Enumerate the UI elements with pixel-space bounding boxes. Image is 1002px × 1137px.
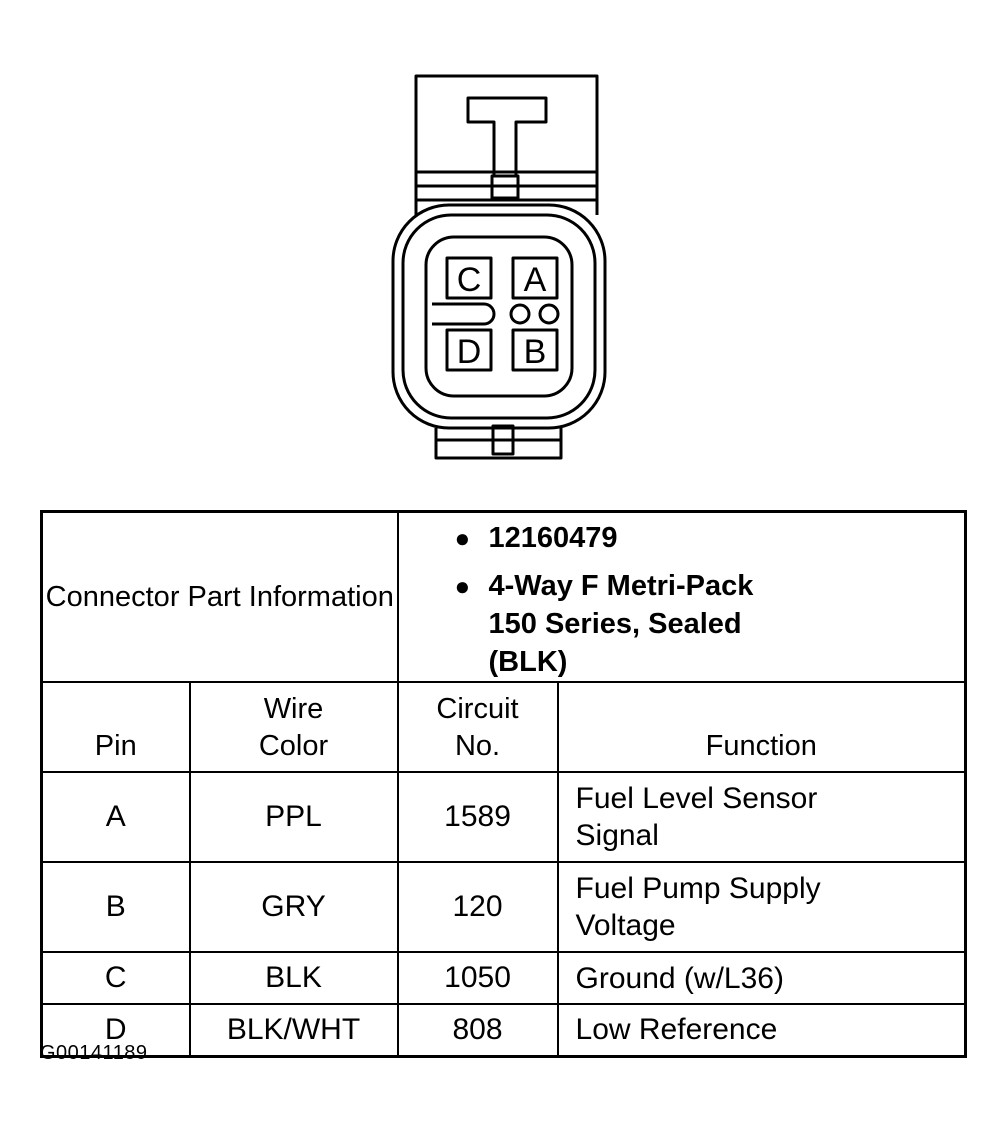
pin-cell: C — [40, 951, 191, 1005]
circuit-no-column-header: Circuit No. — [396, 681, 559, 773]
wire-color-column-header: Wire Color — [188, 681, 399, 773]
connector-face-diagram: C A D B — [391, 74, 607, 460]
latch-housing — [414, 74, 599, 215]
pin-cell: B — [40, 861, 191, 953]
function-column-header: Function — [556, 681, 967, 773]
connector-body-outer — [391, 203, 607, 430]
table-row: B GRY 120 Fuel Pump Supply Voltage — [40, 861, 967, 953]
bottom-tab — [434, 428, 563, 460]
function-cell: Ground (w/L36) — [556, 951, 967, 1005]
part-info-row: Connector Part Information ● 12160479 ● … — [40, 510, 967, 683]
cavity-label-d: D — [457, 333, 482, 371]
alignment-hole-left — [509, 303, 531, 325]
bullet-icon: ● — [454, 523, 471, 553]
connector-part-details: ● 12160479 ● 4-Way F Metri-Pack 150 Seri… — [396, 510, 967, 683]
pin-cell: A — [40, 771, 191, 863]
table-row: C BLK 1050 Ground (w/L36) — [40, 951, 967, 1005]
column-header-row: Pin Wire Color Circuit No. Function — [40, 681, 967, 773]
table-row: D BLK/WHT 808 Low Reference — [40, 1003, 967, 1057]
wire-color-cell: PPL — [188, 771, 399, 863]
circuit-cell: 120 — [396, 861, 559, 953]
table-row: A PPL 1589 Fuel Level Sensor Signal — [40, 771, 967, 863]
circuit-cell: 808 — [396, 1003, 559, 1057]
wire-color-cell: BLK — [188, 951, 399, 1005]
wire-color-cell: GRY — [188, 861, 399, 953]
latch-tab — [466, 96, 548, 178]
connector-description-item: ● 4-Way F Metri-Pack 150 Series, Sealed … — [451, 567, 965, 681]
cavity-c — [445, 256, 493, 300]
circuit-cell: 1050 — [396, 951, 559, 1005]
connector-pinout-table: Connector Part Information ● 12160479 ● … — [40, 510, 968, 1058]
connector-body-middle — [401, 213, 597, 420]
wire-color-cell: BLK/WHT — [188, 1003, 399, 1057]
cavity-a — [511, 256, 559, 300]
polarization-slot — [432, 302, 496, 326]
function-cell: Low Reference — [556, 1003, 967, 1057]
connector-seal-inner — [424, 235, 574, 398]
cavity-d — [445, 328, 493, 372]
part-number-item: ● 12160479 — [451, 519, 965, 557]
pin-column-header: Pin — [40, 681, 191, 773]
function-cell: Fuel Level Sensor Signal — [556, 771, 967, 863]
cavity-label-b: B — [524, 333, 547, 371]
circuit-cell: 1589 — [396, 771, 559, 863]
function-cell: Fuel Pump Supply Voltage — [556, 861, 967, 953]
pin-cell: D — [40, 1003, 191, 1057]
figure-code: G00141189 — [40, 1042, 148, 1064]
cavity-b — [511, 328, 559, 372]
connector-part-information-label: Connector Part Information — [40, 510, 399, 683]
cavity-label-a: A — [524, 261, 547, 299]
alignment-hole-right — [538, 303, 560, 325]
bullet-icon: ● — [454, 571, 471, 601]
cavity-label-c: C — [457, 261, 482, 299]
